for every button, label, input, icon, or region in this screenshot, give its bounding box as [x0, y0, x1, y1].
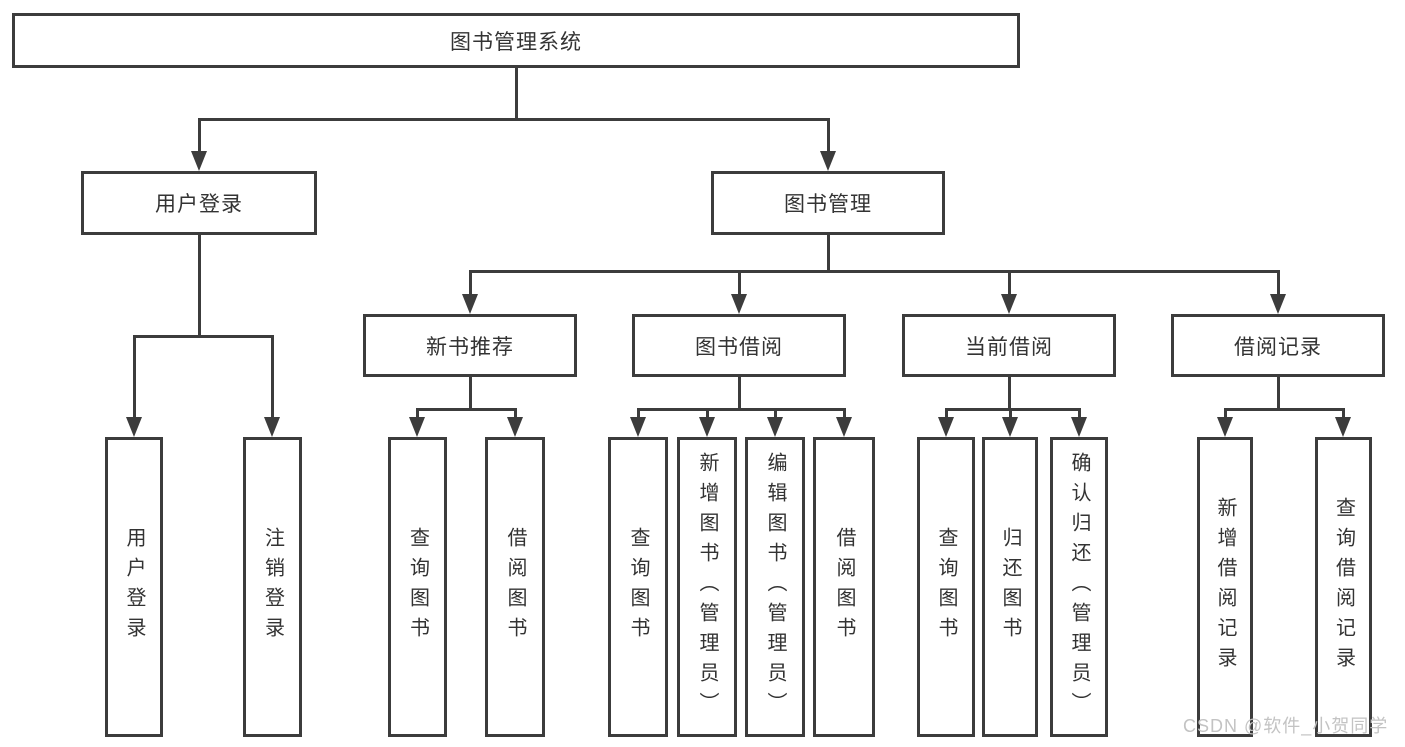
connector-rail [133, 335, 274, 338]
connector-arrow-stem [945, 408, 948, 419]
connector-arrow-stem [1078, 408, 1081, 419]
connector-stem [469, 377, 472, 410]
connector-rail [416, 408, 517, 411]
leaf-add-book-admin: 新增图书（管理员） [677, 437, 737, 737]
arrow-down-icon [630, 417, 646, 437]
leaf-borrow-query-book: 查询图书 [608, 437, 668, 737]
connector-arrow-stem [198, 118, 201, 153]
connector-arrow-stem [1009, 408, 1012, 419]
leaf-edit-book-admin: 编辑图书（管理员） [745, 437, 805, 737]
node-root: 图书管理系统 [12, 13, 1020, 68]
arrow-down-icon [264, 417, 280, 437]
connector-arrow-stem [133, 335, 136, 419]
leaf-borrow-book-label: 借阅图书 [833, 527, 855, 647]
leaf-return-book-label: 归还图书 [999, 527, 1021, 647]
node-current-borrow-label: 当前借阅 [965, 335, 1053, 359]
connector-arrow-stem [416, 408, 419, 419]
leaf-current-query-book-label: 查询图书 [935, 527, 957, 647]
arrow-down-icon [1002, 417, 1018, 437]
leaf-current-query-book: 查询图书 [917, 437, 975, 737]
leaf-confirm-return-admin-label: 确认归还（管理员） [1068, 452, 1090, 722]
arrow-down-icon [1335, 417, 1351, 437]
leaf-recommend-query-book-label: 查询图书 [406, 527, 429, 647]
connector-arrow-stem [469, 270, 472, 296]
arrow-down-icon [1071, 417, 1087, 437]
connector-stem [198, 235, 201, 337]
connector-level2-rail [198, 118, 829, 121]
node-user-login-label: 用户登录 [155, 193, 243, 216]
node-borrow-record-label: 借阅记录 [1234, 335, 1322, 359]
node-book-management-label: 图书管理 [784, 193, 872, 216]
arrow-down-icon [731, 294, 747, 314]
leaf-logout-label: 注销登录 [261, 527, 284, 647]
connector-arrow-stem [1342, 408, 1345, 419]
connector-rail [945, 408, 1081, 411]
arrow-down-icon [126, 417, 142, 437]
arrow-down-icon [1270, 294, 1286, 314]
node-book-management: 图书管理 [711, 171, 945, 235]
arrow-down-icon [767, 417, 783, 437]
connector-arrow-stem [827, 118, 830, 153]
arrow-down-icon [820, 151, 836, 171]
connector-stem [1008, 377, 1011, 410]
leaf-add-book-admin-label: 新增图书（管理员） [696, 452, 718, 722]
connector-arrow-stem [1277, 270, 1280, 296]
leaf-recommend-borrow-book: 借阅图书 [485, 437, 545, 737]
connector-stem [738, 377, 741, 410]
connector-arrow-stem [1224, 408, 1227, 419]
node-user-login: 用户登录 [81, 171, 317, 235]
arrow-down-icon [938, 417, 954, 437]
connector-stem [827, 235, 830, 273]
leaf-confirm-return-admin: 确认归还（管理员） [1050, 437, 1108, 737]
connector-arrow-stem [637, 408, 640, 419]
connector-arrow-stem [514, 408, 517, 419]
arrow-down-icon [1001, 294, 1017, 314]
arrow-down-icon [507, 417, 523, 437]
leaf-add-borrow-record: 新增借阅记录 [1197, 437, 1253, 737]
leaf-user-login: 用户登录 [105, 437, 163, 737]
node-new-book-recommend: 新书推荐 [363, 314, 577, 377]
arrow-down-icon [409, 417, 425, 437]
connector-rail [1224, 408, 1345, 411]
node-borrow-record: 借阅记录 [1171, 314, 1385, 377]
leaf-query-borrow-record: 查询借阅记录 [1315, 437, 1372, 737]
arrow-down-icon [836, 417, 852, 437]
leaf-recommend-borrow-book-label: 借阅图书 [504, 527, 526, 647]
connector-arrow-stem [843, 408, 846, 419]
leaf-recommend-query-book: 查询图书 [388, 437, 447, 737]
arrow-down-icon [462, 294, 478, 314]
connector-level3-rail [469, 270, 1279, 273]
node-book-borrow: 图书借阅 [632, 314, 846, 377]
arrow-down-icon [699, 417, 715, 437]
leaf-add-borrow-record-label: 新增借阅记录 [1214, 497, 1236, 677]
node-book-borrow-label: 图书借阅 [695, 335, 783, 359]
node-current-borrow: 当前借阅 [902, 314, 1116, 377]
leaf-edit-book-admin-label: 编辑图书（管理员） [764, 452, 786, 722]
connector-root-stem [515, 68, 518, 120]
leaf-borrow-query-book-label: 查询图书 [627, 527, 649, 647]
connector-arrow-stem [1008, 270, 1011, 296]
node-root-label: 图书管理系统 [450, 30, 582, 54]
leaf-borrow-book: 借阅图书 [813, 437, 875, 737]
leaf-user-login-label: 用户登录 [123, 527, 145, 647]
csdn-watermark: CSDN @软件_小贺同学 [1183, 716, 1389, 736]
connector-arrow-stem [774, 408, 777, 419]
connector-arrow-stem [738, 270, 741, 296]
connector-arrow-stem [706, 408, 709, 419]
leaf-return-book: 归还图书 [982, 437, 1038, 737]
node-new-book-recommend-label: 新书推荐 [426, 335, 514, 359]
leaf-logout: 注销登录 [243, 437, 302, 737]
arrow-down-icon [191, 151, 207, 171]
leaf-query-borrow-record-label: 查询借阅记录 [1332, 497, 1355, 677]
connector-stem [1277, 377, 1280, 410]
connector-arrow-stem [271, 335, 274, 419]
connector-rail [637, 408, 846, 411]
arrow-down-icon [1217, 417, 1233, 437]
